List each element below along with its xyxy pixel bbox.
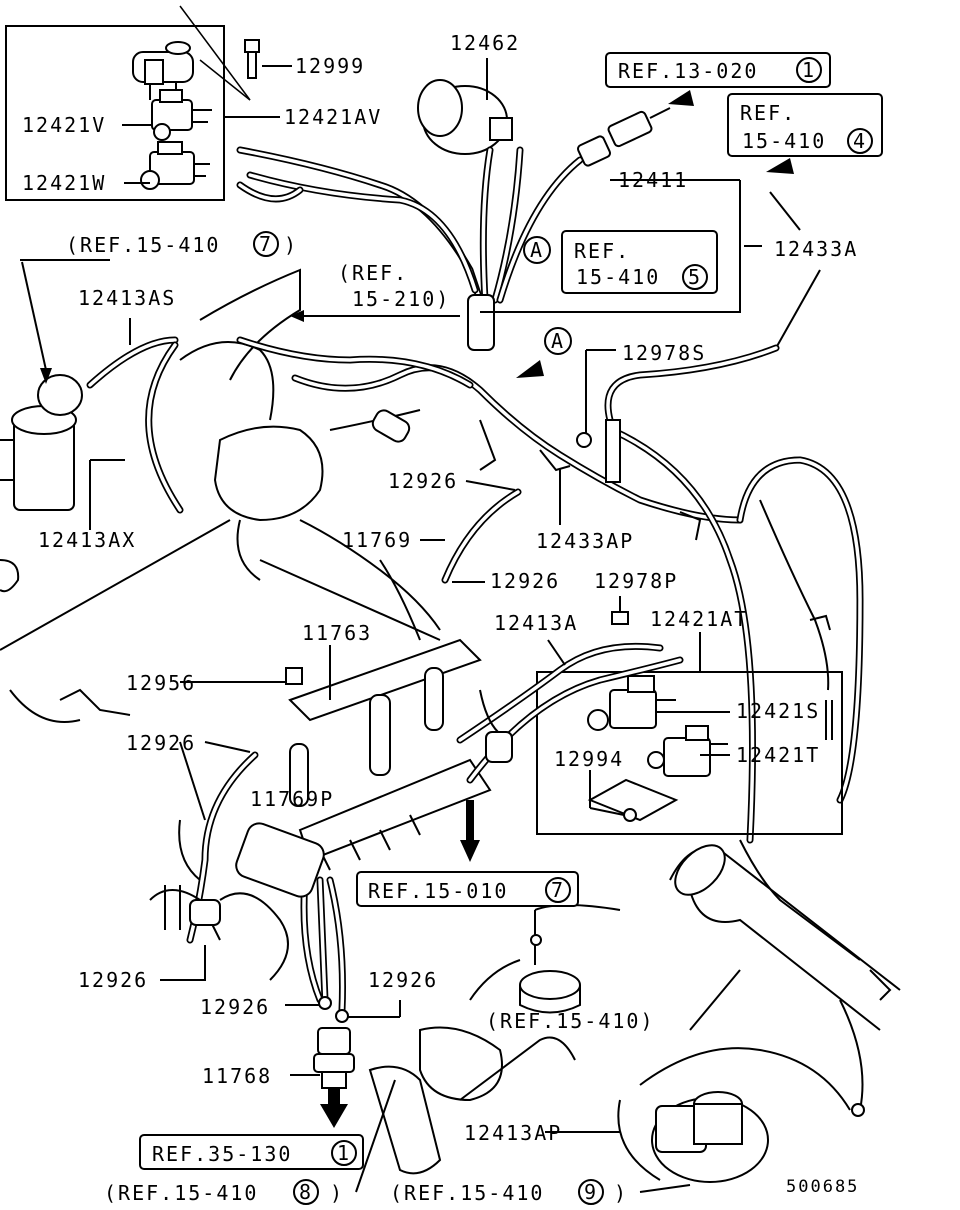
ref-15-010[interactable]: REF.15-010 7: [356, 871, 579, 907]
label-12413a[interactable]: 12413A: [494, 611, 578, 635]
ref-15-410-plain[interactable]: (REF.15-410): [486, 1009, 655, 1033]
solenoid-inset-right: [536, 632, 843, 835]
label-12999[interactable]: 12999: [295, 54, 365, 78]
ref-15-410-7-post: ): [284, 233, 298, 257]
ref-15-410-7[interactable]: (REF.15-410 7 ): [66, 231, 298, 257]
solenoid-inset: [5, 5, 280, 201]
leaders-right-top: [480, 180, 821, 349]
label-12926-a[interactable]: 12926: [388, 469, 458, 493]
ref-15-410-4-circle: 4: [853, 129, 865, 153]
label-12413ax[interactable]: 12413AX: [38, 528, 136, 552]
ref-13-020-text: REF.13-020: [618, 59, 758, 83]
label-11763[interactable]: 11763: [302, 621, 372, 645]
diagram-code: 500685: [786, 1177, 859, 1197]
label-12433ap[interactable]: 12433AP: [536, 529, 634, 553]
solenoid-s-shape: [587, 675, 676, 731]
label-12978s[interactable]: 12978S: [622, 341, 706, 365]
ref-15-410-8[interactable]: (REF.15-410 8 ): [104, 1179, 344, 1205]
ref-15-410-7-pre: (REF.15-410: [66, 233, 220, 257]
fuel-rail-shape: [288, 559, 684, 871]
ref-15-410-5-circle: 5: [688, 265, 700, 289]
ref-15-410-8-circle: 8: [299, 1180, 311, 1204]
ref-15-210-line1: (REF.: [338, 261, 408, 285]
ref-arrows: [320, 90, 794, 1128]
ref-15-410-7-circle: 7: [259, 232, 271, 256]
ref-13-020-circle: 1: [802, 58, 814, 82]
inset-solenoid-w-shape: [140, 141, 210, 190]
ref-15-410-9-circle: 9: [584, 1180, 596, 1204]
ref-35-130-text: REF.35-130: [152, 1142, 292, 1166]
label-12926-d[interactable]: 12926: [78, 968, 148, 992]
label-12433a[interactable]: 12433A: [774, 237, 858, 261]
label-12421av[interactable]: 12421AV: [284, 105, 382, 129]
ref-15-410-4[interactable]: REF. 15-410 4: [727, 93, 883, 157]
ref-15-410-5-line2: 15-410: [576, 265, 660, 289]
sensor-11768-shape: [290, 1027, 355, 1089]
marker-a-2-text: A: [551, 329, 563, 353]
ref-15-210[interactable]: (REF. 15-210): [290, 261, 460, 322]
label-12411[interactable]: 12411: [618, 168, 688, 192]
ref-15-410-9-pre: (REF.15-410: [390, 1181, 544, 1205]
label-12926-e[interactable]: 12926: [368, 968, 438, 992]
marker-a-1-text: A: [530, 238, 542, 262]
hose-bundle-top: [236, 146, 584, 351]
ref-15-410-8-pre: (REF.15-410: [104, 1181, 258, 1205]
ref-15-010-text: REF.15-010: [368, 879, 508, 903]
leaders-bottom: [355, 969, 741, 1193]
label-12926-b[interactable]: 12926: [490, 569, 560, 593]
intake-manifold-shape: [179, 268, 744, 641]
bracket-12994-shape: [587, 778, 679, 822]
ref-13-020[interactable]: REF.13-020 1: [605, 52, 831, 88]
label-12421v[interactable]: 12421V: [22, 113, 106, 137]
bolt-12999-shape: [244, 39, 292, 79]
inset-canister-shape: [132, 41, 194, 100]
left-turbo-shape: [0, 374, 231, 723]
marker-a-1[interactable]: A: [523, 236, 551, 264]
ref-35-130-circle: 1: [337, 1141, 349, 1165]
ref-15-410-plain-text: (REF.15-410): [486, 1009, 655, 1033]
left-leaders: [20, 259, 131, 530]
intake-pipe-shape: [669, 839, 901, 1117]
lower-left-hoses: [149, 741, 401, 1023]
part-labels: 12999 12421V 12421W 12421AV 12462 12411 …: [22, 31, 859, 1197]
ref-15-410-9[interactable]: (REF.15-410 9 ): [390, 1179, 628, 1205]
connector-12411-shape: [576, 107, 740, 181]
label-11769[interactable]: 11769: [342, 528, 412, 552]
turbo-shape: [617, 1047, 851, 1183]
ref-15-410-9-post: ): [614, 1181, 628, 1205]
ref-15-410-4-line2: 15-410: [742, 129, 826, 153]
label-11769p[interactable]: 11769P: [250, 787, 334, 811]
solenoid-t-shape: [647, 725, 728, 777]
canister-12462-shape: [417, 58, 513, 155]
right-hose-loop: [604, 344, 864, 844]
inset-solenoid-v-shape: [151, 89, 212, 141]
lower-centre-parts: [368, 904, 621, 1175]
hose-11769: [441, 488, 522, 584]
label-12462[interactable]: 12462: [450, 31, 520, 55]
label-12978p[interactable]: 12978P: [594, 569, 678, 593]
label-12413as[interactable]: 12413AS: [78, 286, 176, 310]
ref-15-410-5[interactable]: REF. 15-410 5: [561, 230, 718, 294]
ref-15-010-circle: 7: [551, 878, 563, 902]
leaders-mid: [180, 349, 629, 753]
label-11768[interactable]: 11768: [202, 1064, 272, 1088]
marker-a-2[interactable]: A: [544, 327, 572, 355]
ref-15-410-4-line1: REF.: [740, 101, 796, 125]
ref-15-210-line2: 15-210): [352, 287, 450, 311]
label-12421w[interactable]: 12421W: [22, 171, 106, 195]
label-12956[interactable]: 12956: [126, 671, 196, 695]
label-12926-c[interactable]: 12926: [126, 731, 196, 755]
label-12413ap[interactable]: 12413AP: [464, 1121, 562, 1145]
ref-35-130[interactable]: REF.35-130 1: [139, 1134, 364, 1170]
hose-12413as: [86, 336, 184, 514]
ref-15-410-5-line1: REF.: [574, 239, 630, 263]
ref-15-410-8-post: ): [330, 1181, 344, 1205]
label-12994[interactable]: 12994: [554, 747, 624, 771]
label-12421s[interactable]: 12421S: [736, 699, 820, 723]
label-12421t[interactable]: 12421T: [736, 743, 820, 767]
label-12421at[interactable]: 12421AT: [650, 607, 748, 631]
label-12926-f[interactable]: 12926: [200, 995, 270, 1019]
